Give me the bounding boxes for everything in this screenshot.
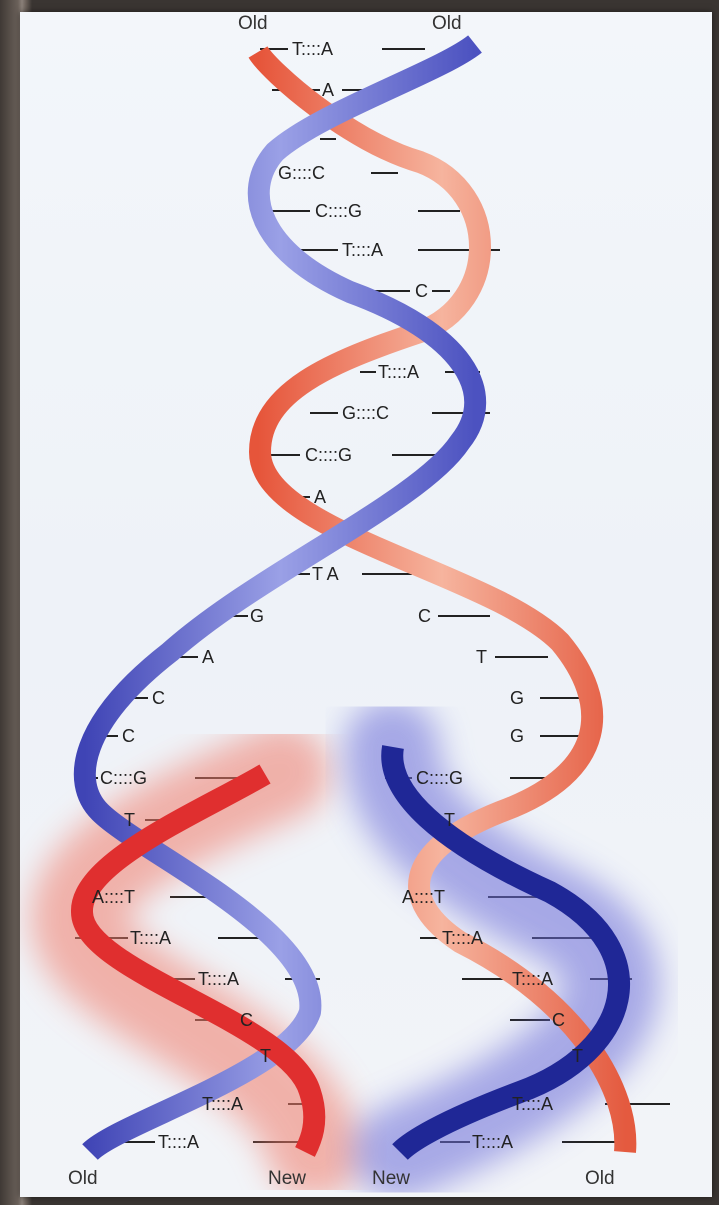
diagram-canvas: Old Old Old New New Old T::::A A G::::C … (20, 12, 712, 1197)
bp-fork-left-4: C (122, 726, 135, 746)
bp-left-6: C (240, 1010, 253, 1030)
bp-fork-right-4: G (510, 726, 524, 746)
bp-left-5: T::::A (198, 969, 239, 989)
bp-left-9: T::::A (158, 1132, 199, 1152)
label-bottom-left-old: Old (68, 1168, 98, 1189)
label-bottom-left-new: New (268, 1168, 306, 1189)
label-bottom-right-old: Old (585, 1168, 615, 1189)
bp-left-2: T (124, 810, 135, 830)
bp-left-8: T::::A (202, 1094, 243, 1114)
label-bottom-right-new: New (372, 1168, 410, 1189)
bp-fork-left-3: C (152, 688, 165, 708)
bp-right-4: T::::A (442, 928, 483, 948)
bp-fork-left-1: G (250, 606, 264, 626)
bp-right-8: T::::A (512, 1094, 553, 1114)
bp-left-3: A::::T (92, 887, 135, 907)
bp-upper-8: G::::C (342, 403, 389, 423)
bp-upper-4: C::::G (315, 201, 362, 221)
label-top-right-old: Old (432, 13, 462, 34)
dna-replication-diagram: Old Old Old New New Old T::::A A G::::C … (20, 12, 712, 1197)
bp-fork-right-1: C (418, 606, 431, 626)
bp-left-1: C::::G (100, 768, 147, 788)
bp-upper-1: T::::A (292, 39, 333, 59)
bp-upper-7: T::::A (378, 362, 419, 382)
bp-fork-right-3: G (510, 688, 524, 708)
bp-right-2: T (444, 810, 455, 830)
bp-fork-left-2: A (202, 647, 214, 667)
bp-right-5: T::::A (512, 969, 553, 989)
bp-right-9: T::::A (472, 1132, 513, 1152)
bp-upper-2: A (322, 80, 334, 100)
bp-upper-5: T::::A (342, 240, 383, 260)
bp-upper-9: C::::G (305, 445, 352, 465)
bp-upper-3: G::::C (278, 163, 325, 183)
bp-upper-11: T A (312, 564, 339, 584)
bp-left-7: T (260, 1046, 271, 1066)
label-top-left-old: Old (238, 13, 268, 34)
bp-fork-right-2: T (476, 647, 487, 667)
bp-right-1: C::::G (416, 768, 463, 788)
bp-left-4: T::::A (130, 928, 171, 948)
bp-right-6: C (552, 1010, 565, 1030)
bp-right-3: A::::T (402, 887, 445, 907)
bp-upper-10: A (314, 487, 326, 507)
bp-upper-6: C (415, 281, 428, 301)
bp-right-7: T (572, 1046, 583, 1066)
